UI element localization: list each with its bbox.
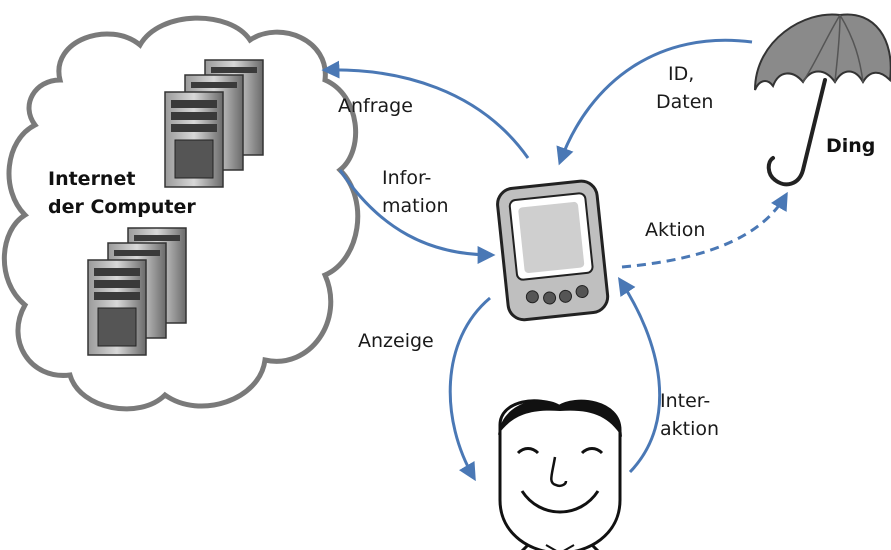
label-id-data-line2: Daten — [656, 91, 713, 113]
label-display: Anzeige — [358, 330, 434, 352]
cloud-title-line2: der Computer — [48, 196, 196, 218]
server-icon — [87, 227, 187, 356]
cloud-title-line1: Internet — [48, 168, 135, 190]
server-icon — [164, 59, 264, 188]
label-action: Aktion — [645, 219, 705, 241]
handheld-device-icon — [496, 179, 610, 322]
label-interaction-line2: aktion — [660, 418, 719, 440]
label-request: Anfrage — [338, 95, 413, 117]
umbrella-icon — [754, 13, 891, 187]
arrow-display — [448, 296, 491, 482]
arrow-id-data — [556, 38, 753, 166]
label-information-line2: mation — [382, 195, 449, 217]
thing-label: Ding — [826, 135, 875, 157]
label-id-data-line1: ID, — [668, 63, 694, 85]
arrow-action — [621, 191, 788, 269]
person-icon — [498, 399, 622, 550]
arrow-request — [321, 60, 530, 159]
arrow-information — [338, 169, 496, 264]
label-information-line1: Infor- — [382, 167, 431, 189]
label-interaction-line1: Inter- — [660, 390, 710, 412]
arrow-interaction — [618, 277, 662, 474]
